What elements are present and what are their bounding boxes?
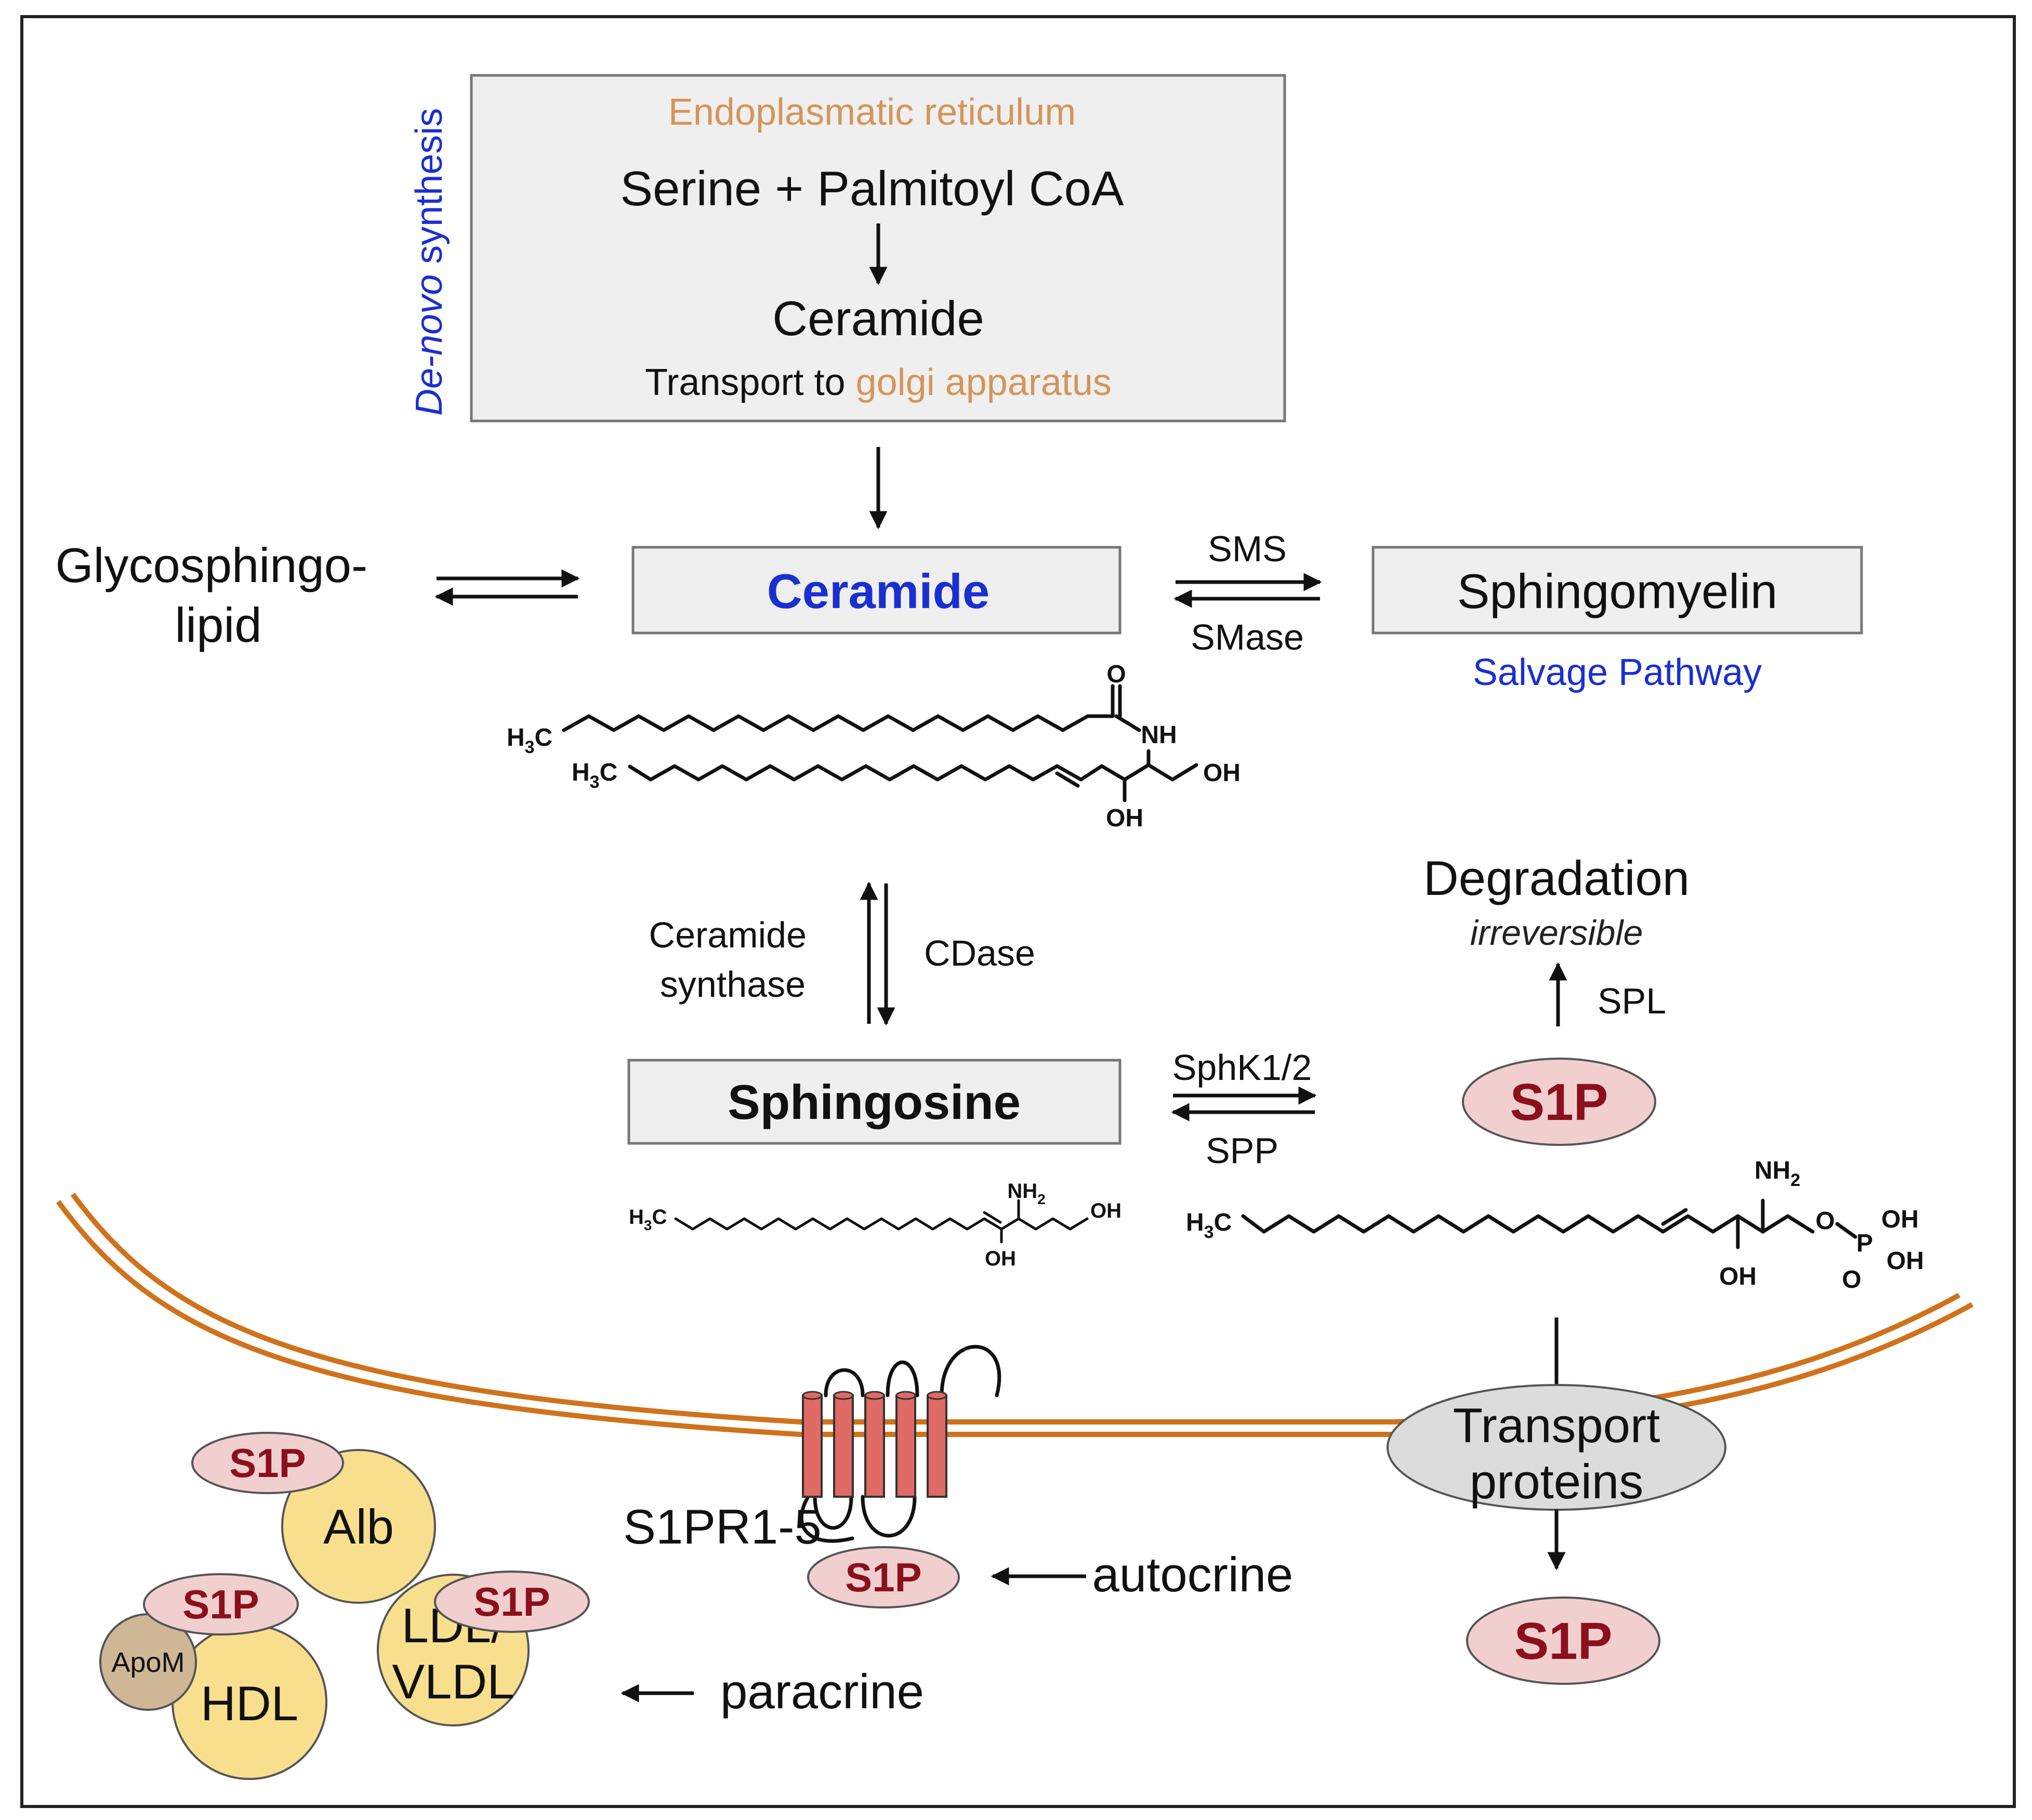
s1p-phosphate-oh-2: OH <box>1886 1247 1924 1275</box>
ceramide-fatty-chain <box>562 714 1115 732</box>
albumin-carrier: Alb <box>281 1449 436 1604</box>
ceramide-label: Ceramide <box>767 564 989 618</box>
sphingosine-double-bond <box>983 1211 1002 1224</box>
ceramide-h3c-2: H3C <box>572 759 617 792</box>
s1p-badge-hdl-label: S1P <box>182 1581 259 1627</box>
de-novo-reactants: Serine + Palmitoyl CoA <box>620 161 1124 216</box>
sphingosine-chain <box>674 1217 1089 1231</box>
glycosphingolipid-label: Glycosphingo- lipid <box>56 538 381 652</box>
s1p-badge-albumin: S1P <box>191 1432 344 1494</box>
ceramide-oh-terminal: OH <box>1203 759 1241 787</box>
ceramide-h3c-1: H3C <box>507 724 552 757</box>
s1p-nh2: NH2 <box>1754 1157 1800 1190</box>
degradation-note: irreversible <box>1470 913 1643 953</box>
sphingosine-oh-terminal: OH <box>1090 1199 1121 1222</box>
sphingosine-structure: H3C NH2 OH OH <box>629 1180 1121 1270</box>
cell-membrane <box>56 1193 1974 1437</box>
s1p-phosphate-oxygen: O <box>1842 1266 1861 1294</box>
ceramide-nh: NH <box>1141 721 1177 749</box>
s1p-badge-intracellular-label: S1P <box>1510 1073 1608 1131</box>
de-novo-ceramide: Ceramide <box>772 291 984 346</box>
s1p-badge-intracellular: S1P <box>1462 1058 1656 1146</box>
paracrine-label: paracrine <box>720 1664 924 1719</box>
spl-label: SPL <box>1598 981 1666 1021</box>
sphk-enzyme: SphK1/2 <box>1172 1047 1312 1088</box>
ceramide-box <box>631 546 1121 635</box>
ceramide-oxygen: O <box>1106 661 1126 688</box>
s1p-o-p-bond <box>1835 1222 1857 1239</box>
sms-enzyme: SMS <box>1208 529 1287 569</box>
hdl-label: HDL <box>201 1676 298 1731</box>
sphingosine-nh2: NH2 <box>1007 1180 1045 1207</box>
s1p-oh-lower: OH <box>1719 1263 1757 1290</box>
receptor-label: S1PR1-5 <box>623 1499 821 1554</box>
smase-enzyme: SMase <box>1191 617 1304 657</box>
apom-label: ApoM <box>111 1647 184 1678</box>
er-box <box>470 74 1286 423</box>
s1p-badge-ldl: S1P <box>434 1571 590 1633</box>
ldl-label-line2: VLDL <box>392 1654 514 1709</box>
sphingosine-h3c: H3C <box>629 1206 667 1233</box>
s1p-badge-ldl-label: S1P <box>473 1579 550 1625</box>
s1p-badge-hdl: S1P <box>143 1573 299 1636</box>
sphingosine-box <box>627 1059 1121 1145</box>
transport-proteins-line1: Transport <box>1453 1398 1660 1453</box>
s1p-receptor-icon <box>799 1344 1001 1543</box>
de-novo-synthesis-label: De-novo synthesis <box>408 108 450 416</box>
spp-enzyme: SPP <box>1206 1130 1278 1171</box>
salvage-pathway-label: Salvage Pathway <box>1473 652 1762 693</box>
s1p-phosphate-oh-1: OH <box>1881 1206 1919 1233</box>
degradation-title: Degradation <box>1423 851 1690 905</box>
s1p-double-bond <box>1661 1208 1688 1226</box>
figure-frame <box>20 15 2016 1808</box>
cdase-label: CDase <box>924 933 1035 973</box>
sphingosine-oh-lower: OH <box>985 1247 1016 1270</box>
s1p-h3c: H3C <box>1186 1209 1232 1242</box>
transport-proteins-line2: proteins <box>1470 1454 1643 1509</box>
ceramide-sphingoid-chain <box>628 763 1198 782</box>
s1p-badge-extracellular-label: S1P <box>1514 1612 1612 1670</box>
s1p-structure: H3C NH2 OH O P OH OH O <box>1186 1157 1924 1294</box>
sphingomyelin-label: Sphingomyelin <box>1457 564 1778 618</box>
s1p-phosphorus: P <box>1856 1230 1873 1257</box>
transport-proteins: Transport proteins <box>1387 1384 1726 1511</box>
albumin-label: Alb <box>323 1499 394 1554</box>
s1p-badge-extracellular: S1P <box>1466 1597 1660 1685</box>
ceramide-oh-lower: OH <box>1106 805 1143 832</box>
ceramide-structure: H3C O NH H3C OH OH <box>507 661 1241 832</box>
s1p-ester-oxygen: O <box>1815 1207 1835 1235</box>
hdl-carrier: HDL <box>171 1624 327 1780</box>
ceramide-double-bond <box>1055 771 1080 788</box>
er-title: Endoplasmatic reticulum <box>668 91 1076 133</box>
ceramide-synthase-label: Ceramide synthase <box>649 915 817 1005</box>
sphingosine-label: Sphingosine <box>728 1075 1021 1129</box>
s1p-badge-autocrine-label: S1P <box>845 1554 921 1600</box>
s1p-chain <box>1241 1214 1815 1234</box>
ceramide-amide-bond <box>1114 714 1141 732</box>
apom-protein: ApoM <box>99 1613 197 1711</box>
s1p-badge-albumin-label: S1P <box>229 1440 306 1486</box>
s1p-badge-autocrine: S1P <box>807 1546 960 1608</box>
transport-to-golgi: Transport to golgi apparatus <box>645 362 1112 403</box>
sphingomyelin-box <box>1371 546 1863 635</box>
autocrine-label: autocrine <box>1092 1547 1294 1602</box>
